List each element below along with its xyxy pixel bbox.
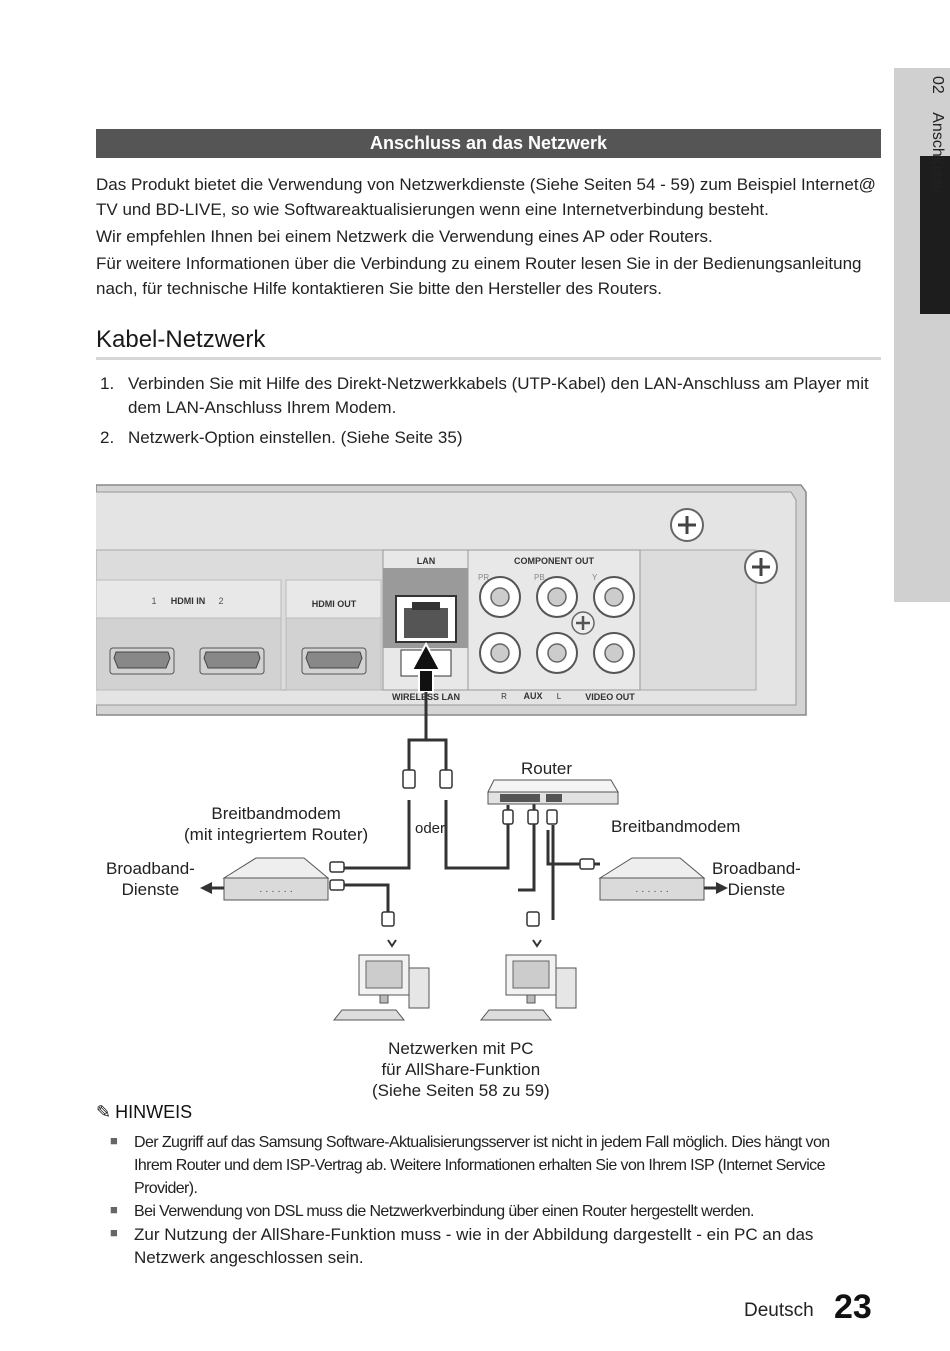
list-item: ■ Zur Nutzung der AllShare-Funktion muss… — [110, 1223, 870, 1269]
router-label: Router — [521, 759, 573, 778]
note-text: Bei Verwendung von DSL muss die Netzwerk… — [134, 1203, 754, 1220]
hdmi-in-1-label: 1 — [151, 596, 156, 606]
pencil-icon: ✎ — [96, 1102, 112, 1122]
bullet-square-icon: ■ — [110, 1225, 118, 1240]
up-arrow-icon — [410, 641, 442, 693]
pc-left — [332, 954, 430, 1021]
broadband-right-label: Broadband- Dienste — [712, 859, 801, 899]
page-number: 23 — [834, 1288, 872, 1326]
oder-label: oder — [415, 820, 446, 837]
pc-caption: Netzwerken mit PC für AllShare-Funktion … — [372, 1039, 550, 1100]
chapter-number: 02 — [929, 76, 946, 94]
bullet-square-icon: ■ — [110, 1202, 118, 1217]
svg-text:· · · · · ·: · · · · · · — [259, 886, 293, 897]
player-rear-panel: LAN COMPONENT OUT PR PB Y 1 HDMI IN 2 HD… — [96, 484, 807, 716]
diagram-illustration: LAN COMPONENT OUT PR PB Y 1 HDMI IN 2 HD… — [96, 484, 807, 1021]
footer-language: Deutsch — [744, 1300, 814, 1321]
modem-router-label: Breitbandmodem (mit integriertem Router) — [184, 804, 369, 844]
step-text: Verbinden Sie mit Hilfe des Direkt-Netzw… — [128, 374, 869, 417]
list-item: ■ Der Zugriff auf das Samsung Software-A… — [110, 1131, 870, 1200]
step-list: 1. Verbinden Sie mit Hilfe des Direkt-Ne… — [96, 372, 886, 456]
note-text: Zur Nutzung der AllShare-Funktion muss -… — [134, 1225, 814, 1267]
pc-right — [479, 954, 577, 1021]
video-out-label: VIDEO OUT — [585, 692, 635, 702]
list-item: ■ Bei Verwendung von DSL muss die Netzwe… — [110, 1200, 870, 1223]
network-diagram: LAN COMPONENT OUT PR PB Y 1 HDMI IN 2 HD… — [96, 480, 886, 1100]
router-device — [487, 779, 619, 805]
list-item: 1. Verbinden Sie mit Hilfe des Direkt-Ne… — [96, 372, 886, 420]
svg-text:· · · · · ·: · · · · · · — [635, 886, 669, 897]
aux-r-label: R — [501, 692, 507, 701]
aux-l-label: L — [557, 692, 562, 701]
component-out-label: COMPONENT OUT — [514, 556, 595, 566]
intro-text: Das Produkt bietet die Verwendung von Ne… — [96, 172, 886, 303]
chapter-marker — [920, 156, 950, 314]
intro-paragraph: Für weitere Informationen über die Verbi… — [96, 254, 862, 298]
chapter-label: 02 Anschlüsse — [922, 76, 946, 266]
heading-divider — [96, 357, 881, 360]
note-title: HINWEIS — [115, 1102, 193, 1122]
chapter-title: Anschlüsse — [929, 112, 946, 195]
aux-label: AUX — [523, 691, 542, 701]
subsection-heading: Kabel-Netzwerk — [96, 326, 266, 353]
modem-with-router-device: · · · · · · — [222, 857, 330, 901]
intro-paragraph: Das Produkt bietet die Verwendung von Ne… — [96, 175, 876, 219]
step-number: 1. — [100, 374, 115, 393]
chapter-side-tab: 02 Anschlüsse — [894, 68, 950, 602]
list-item: 2. Netzwerk-Option einstellen. (Siehe Se… — [96, 426, 886, 450]
step-text: Netzwerk-Option einstellen. (Siehe Seite… — [128, 428, 463, 447]
modem-label: Breitbandmodem — [611, 817, 741, 836]
hdmi-in-2-label: 2 — [218, 596, 223, 606]
note-text: Der Zugriff auf das Samsung Software-Akt… — [134, 1134, 830, 1197]
modem-device: · · · · · · — [598, 857, 706, 901]
bullet-square-icon: ■ — [110, 1133, 118, 1148]
pb-label: PB — [534, 573, 545, 582]
lan-label: LAN — [417, 556, 436, 566]
step-number: 2. — [100, 428, 115, 447]
pr-label: PR — [478, 573, 489, 582]
note-heading: ✎HINWEIS — [96, 1102, 192, 1123]
broadband-left-label: Broadband- Dienste — [106, 859, 195, 899]
note-list: ■ Der Zugriff auf das Samsung Software-A… — [110, 1131, 870, 1269]
hdmi-out-label: HDMI OUT — [312, 599, 357, 609]
hdmi-in-label: HDMI IN — [171, 596, 206, 606]
section-title: Anschluss an das Netzwerk — [96, 129, 881, 158]
y-label: Y — [592, 573, 598, 582]
intro-paragraph: Wir empfehlen Ihnen bei einem Netzwerk d… — [96, 227, 713, 246]
